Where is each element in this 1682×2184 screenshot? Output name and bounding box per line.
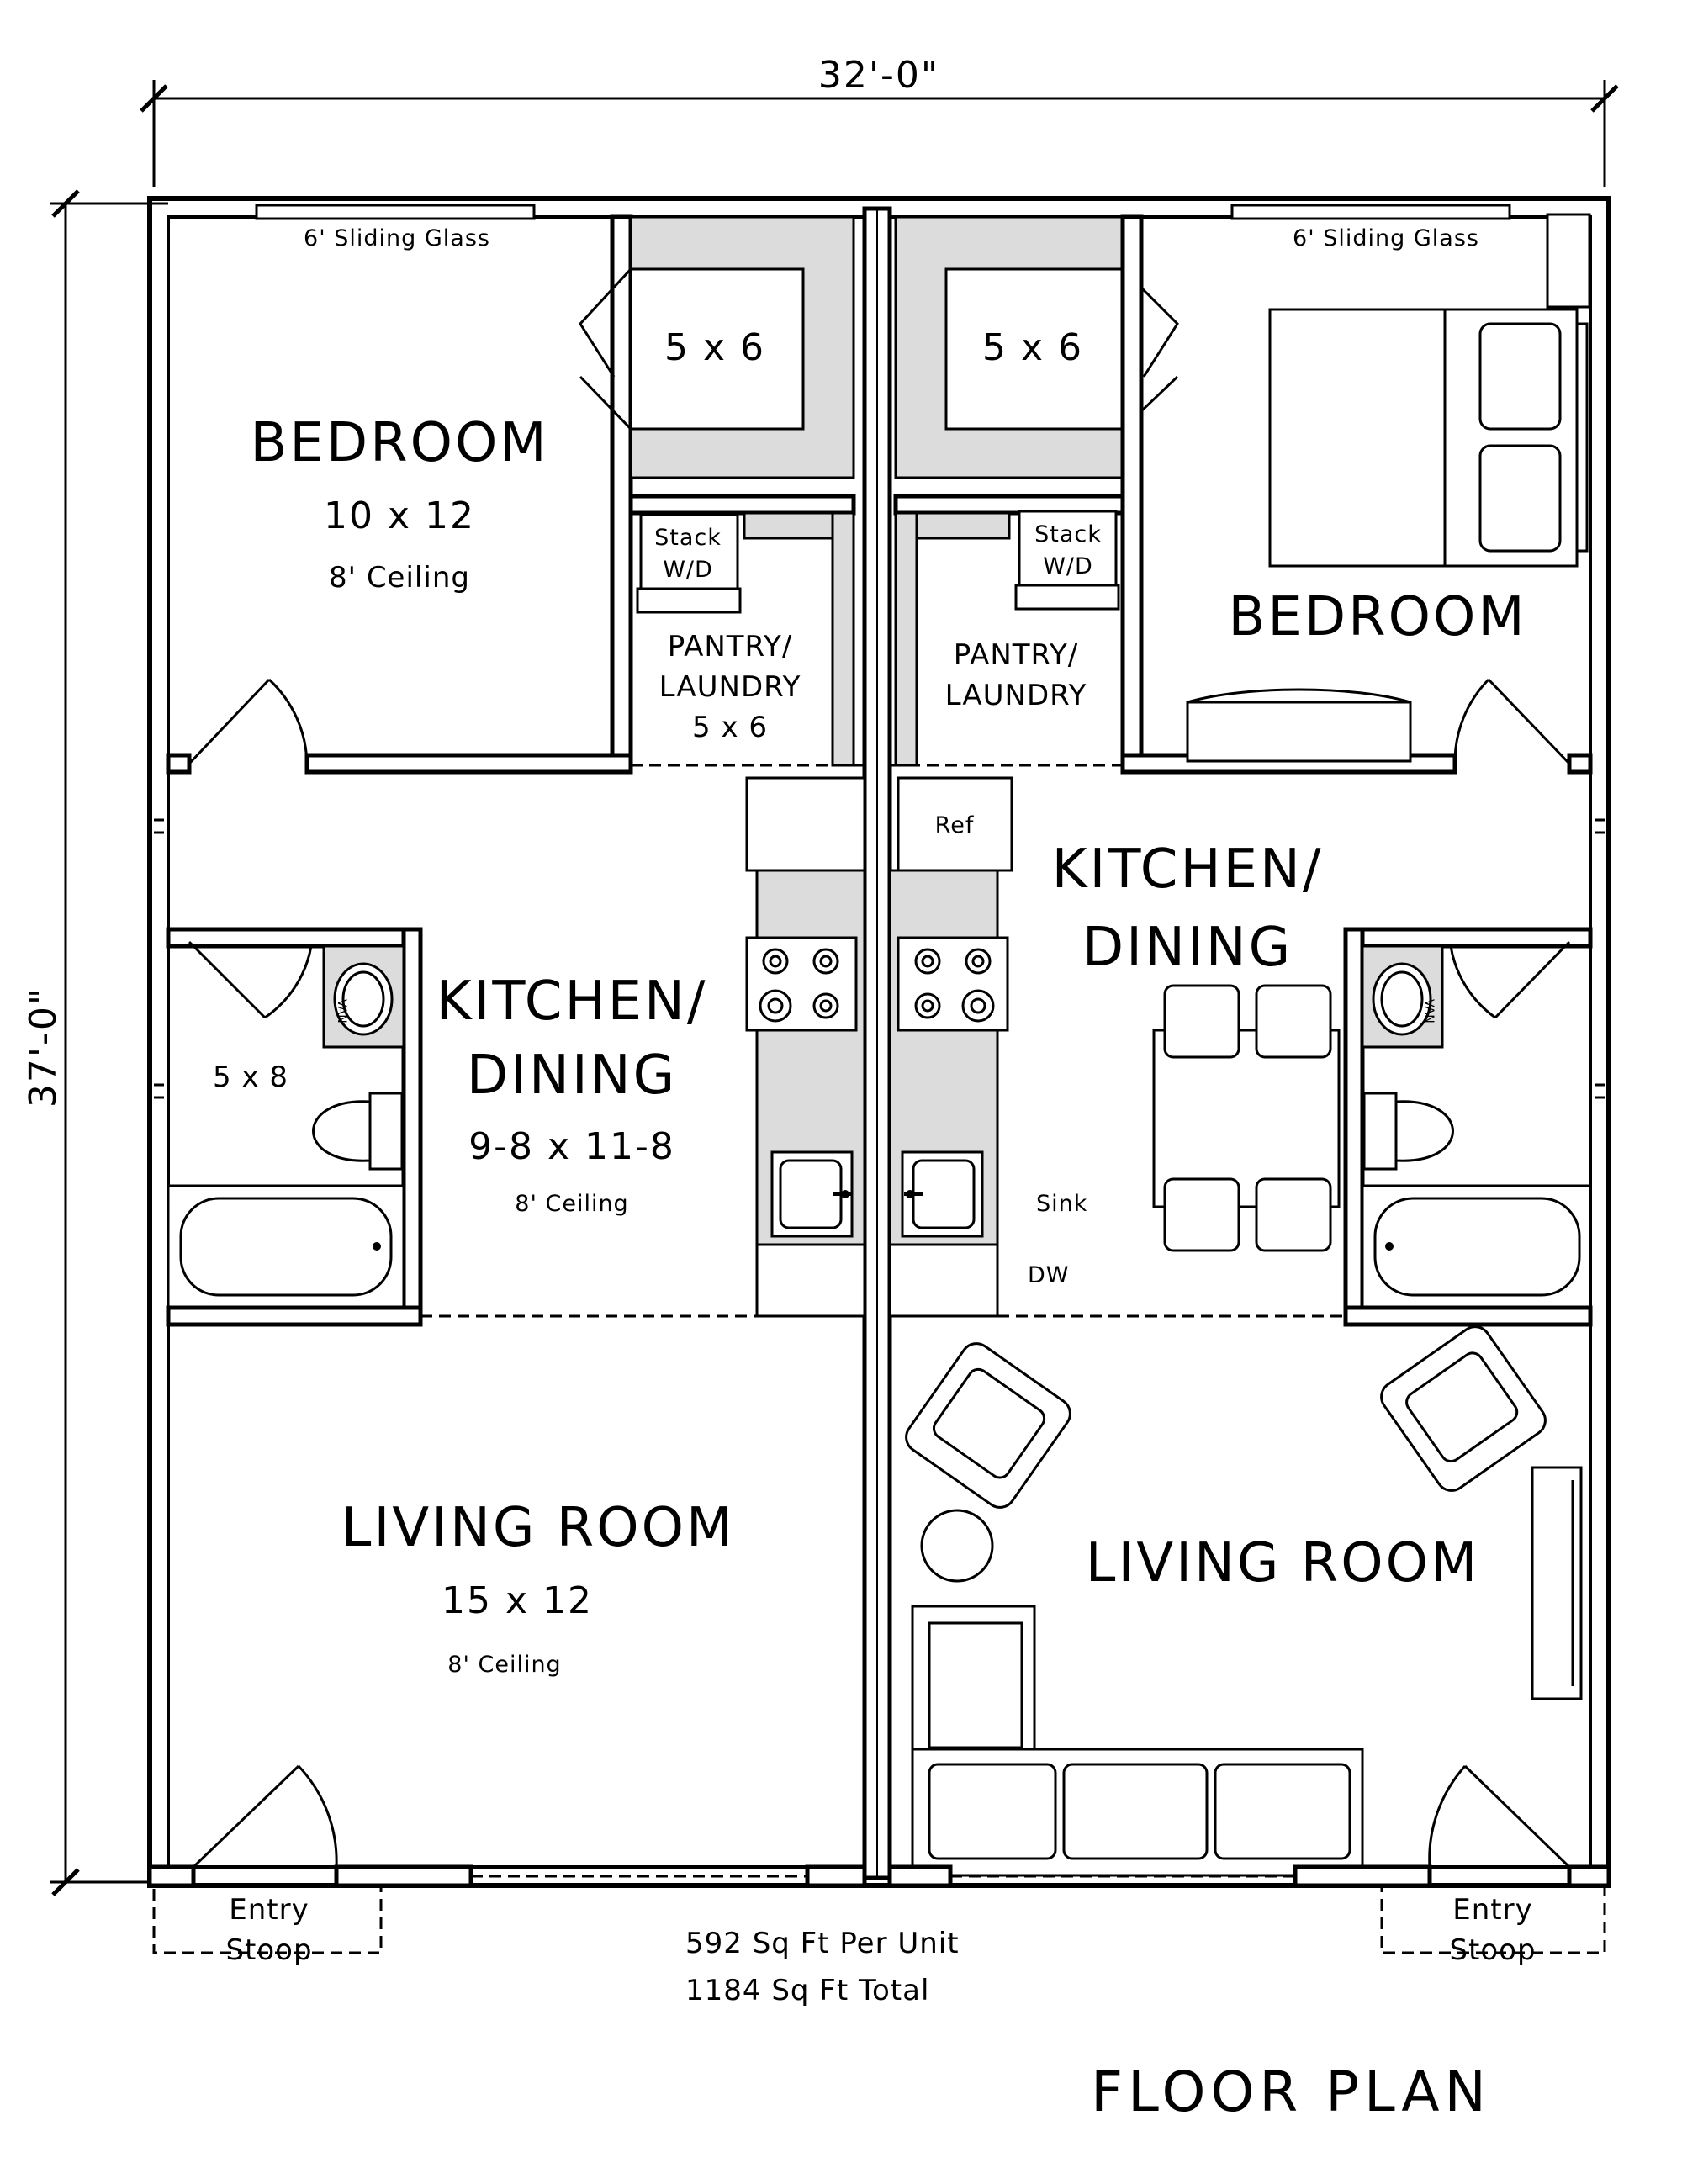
right-laundry-label: LAUNDRY	[945, 679, 1087, 712]
plan-title: FLOOR PLAN	[1091, 2060, 1491, 2124]
width-dimension: 32'-0"	[140, 54, 1619, 187]
right-kitchen-label-1: KITCHEN/	[1052, 838, 1324, 901]
left-entry-door-swing	[192, 1764, 338, 1869]
bed-icon	[1268, 213, 1591, 568]
left-kitchen-size: 9-8 x 11-8	[468, 1125, 675, 1168]
right-pantry-label: PANTRY/	[954, 638, 1078, 672]
area-per-unit: 592 Sq Ft Per Unit	[685, 1927, 960, 1960]
bedroom-door-swing	[188, 678, 309, 765]
left-kitchen-sink-icon	[770, 1150, 854, 1238]
right-entry-door-swing	[1428, 1764, 1571, 1869]
toilet-icon	[312, 1092, 404, 1171]
right-range-icon	[897, 936, 1009, 1032]
width-dimension-label: 32'-0"	[818, 54, 939, 97]
left-dishwasher	[755, 1243, 866, 1318]
left-entry-label: Entry	[229, 1893, 309, 1927]
left-bedroom-label: BEDROOM	[250, 412, 548, 474]
left-wd-label: W/D	[663, 557, 713, 583]
left-sliding-glass-label: 6' Sliding Glass	[304, 225, 490, 251]
left-bedroom-size: 10 x 12	[324, 494, 475, 537]
vanity-label: VAN	[1422, 999, 1436, 1023]
left-refrigerator	[745, 776, 866, 872]
right-entry-label: Entry	[1452, 1893, 1532, 1927]
bathtub-icon	[167, 1184, 405, 1309]
right-entry-stoop: Entry Stoop	[1380, 1884, 1606, 1967]
right-dishwasher	[888, 1243, 999, 1318]
right-stoop-label: Stoop	[1449, 1933, 1536, 1967]
toilet-icon	[1362, 1092, 1454, 1171]
exterior-walls	[147, 196, 1611, 1888]
dining-table-icon	[1152, 984, 1341, 1252]
left-bedroom-ceiling: 8' Ceiling	[329, 561, 470, 595]
bath-door-swing	[1449, 940, 1571, 1019]
area-total: 1184 Sq Ft Total	[685, 1974, 929, 2007]
left-closet-label: 5 x 6	[664, 326, 765, 369]
left-bath-size: 5 x 8	[213, 1060, 288, 1094]
left-living-label: LIVING ROOM	[341, 1497, 735, 1559]
dresser-icon	[1186, 688, 1412, 763]
armchair-icon	[905, 1342, 1071, 1509]
right-bedroom-label: BEDROOM	[1228, 586, 1526, 648]
sectional-sofa-icon	[911, 1605, 1364, 1877]
left-stack-label: Stack	[654, 525, 722, 551]
right-dw-label: DW	[1028, 1262, 1070, 1288]
right-sliding-glass-label: 6' Sliding Glass	[1293, 225, 1479, 251]
right-wd-label: W/D	[1043, 553, 1093, 579]
right-ref-label: Ref	[935, 812, 975, 838]
sliding-glass-door	[1230, 204, 1511, 220]
left-kitchen-label-2: DINING	[467, 1044, 677, 1107]
right-unit: 6' Sliding Glass 5 x 6 Stack W/D PANTRY/…	[887, 204, 1611, 1967]
left-pantry-size: 5 x 6	[692, 711, 768, 744]
bath-door-swing	[188, 940, 313, 1019]
left-unit: 6' Sliding Glass 5 x 6 Stack W/D PANTRY/…	[147, 204, 867, 1967]
depth-dimension: 37'-0"	[22, 189, 168, 1896]
right-kitchen-sink-icon	[901, 1150, 984, 1238]
right-closet-label: 5 x 6	[982, 326, 1083, 369]
right-stack-label: Stack	[1034, 521, 1102, 547]
vanity-label: VAN	[335, 999, 348, 1023]
bathtub-icon	[1361, 1184, 1592, 1309]
left-living-size: 15 x 12	[442, 1579, 593, 1622]
left-range-icon	[745, 936, 858, 1032]
left-laundry-label: LAUNDRY	[659, 670, 801, 704]
left-living-ceiling: 8' Ceiling	[447, 1652, 561, 1678]
armchair-icon	[1380, 1325, 1547, 1492]
sliding-glass-door	[255, 204, 536, 220]
right-kitchen-label-2: DINING	[1082, 917, 1293, 979]
left-entry-stoop: Entry Stoop	[152, 1884, 383, 1967]
bedroom-door-swing	[1453, 678, 1571, 765]
right-sink-label: Sink	[1036, 1191, 1087, 1217]
left-pantry-label: PANTRY/	[668, 630, 792, 664]
depth-dimension-label: 37'-0"	[22, 986, 65, 1108]
right-refrigerator	[897, 776, 1013, 872]
side-table-icon	[920, 1509, 994, 1583]
tv-console-icon	[1531, 1466, 1583, 1700]
right-living-label: LIVING ROOM	[1086, 1532, 1479, 1594]
left-stoop-label: Stoop	[225, 1933, 312, 1967]
left-kitchen-label-1: KITCHEN/	[436, 970, 708, 1033]
left-kitchen-ceiling: 8' Ceiling	[515, 1191, 628, 1217]
